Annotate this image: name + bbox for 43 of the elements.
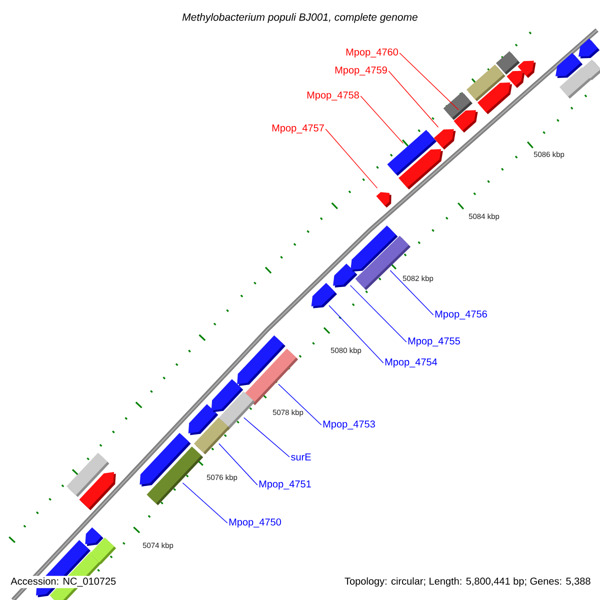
gene-block [398, 149, 443, 190]
gene-label: surE [291, 454, 311, 460]
gene-block [434, 129, 456, 150]
gene-label: Mpop_4754 [385, 358, 438, 368]
leader-line [399, 52, 459, 110]
genome-info-text: Topology: circular; Length: 5,800,441 bp; Genes: 5,388 [344, 577, 590, 587]
leader-line [325, 128, 378, 189]
gene-label: Mpop_4760 [346, 48, 398, 58]
gene-label: Mpop_4756 [435, 310, 487, 320]
gene-label: Mpop_4759 [335, 66, 387, 76]
gene-block [376, 192, 392, 208]
gene-label: Mpop_4758 [307, 91, 359, 101]
gene-label: Mpop_4750 [229, 518, 282, 528]
leader-line [350, 284, 407, 342]
gene-block [581, 60, 600, 80]
gene-block [350, 225, 398, 272]
leader-line [328, 305, 384, 364]
gene-block [506, 70, 525, 88]
leader-line [388, 70, 439, 128]
leader-line [182, 482, 228, 524]
gene-block [443, 92, 472, 120]
leader-line [218, 443, 258, 486]
gene-block [578, 38, 600, 58]
gene-block [79, 472, 116, 510]
gene-block [211, 379, 244, 412]
gene-label: Mpop_4757 [272, 124, 324, 134]
gene-block [311, 282, 337, 308]
gene-block [477, 82, 512, 114]
gene-block [188, 404, 218, 436]
leader-line [360, 96, 404, 144]
gene-block [90, 538, 116, 564]
gene-block [140, 432, 191, 486]
gene-label: Mpop_4753 [323, 420, 375, 430]
gene-block [237, 335, 286, 386]
leader-line [244, 417, 290, 458]
accession-text: Accession: NC_010725 [9, 576, 118, 588]
leader-line [278, 384, 322, 426]
gene-label: Mpop_4755 [408, 338, 460, 346]
gene-label: Mpop_4751 [259, 480, 311, 490]
leader-line [390, 270, 434, 316]
gene-block [518, 60, 536, 78]
gene-block [85, 527, 104, 546]
title: Methylobacterium populi BJ001, complete genome [182, 13, 418, 23]
